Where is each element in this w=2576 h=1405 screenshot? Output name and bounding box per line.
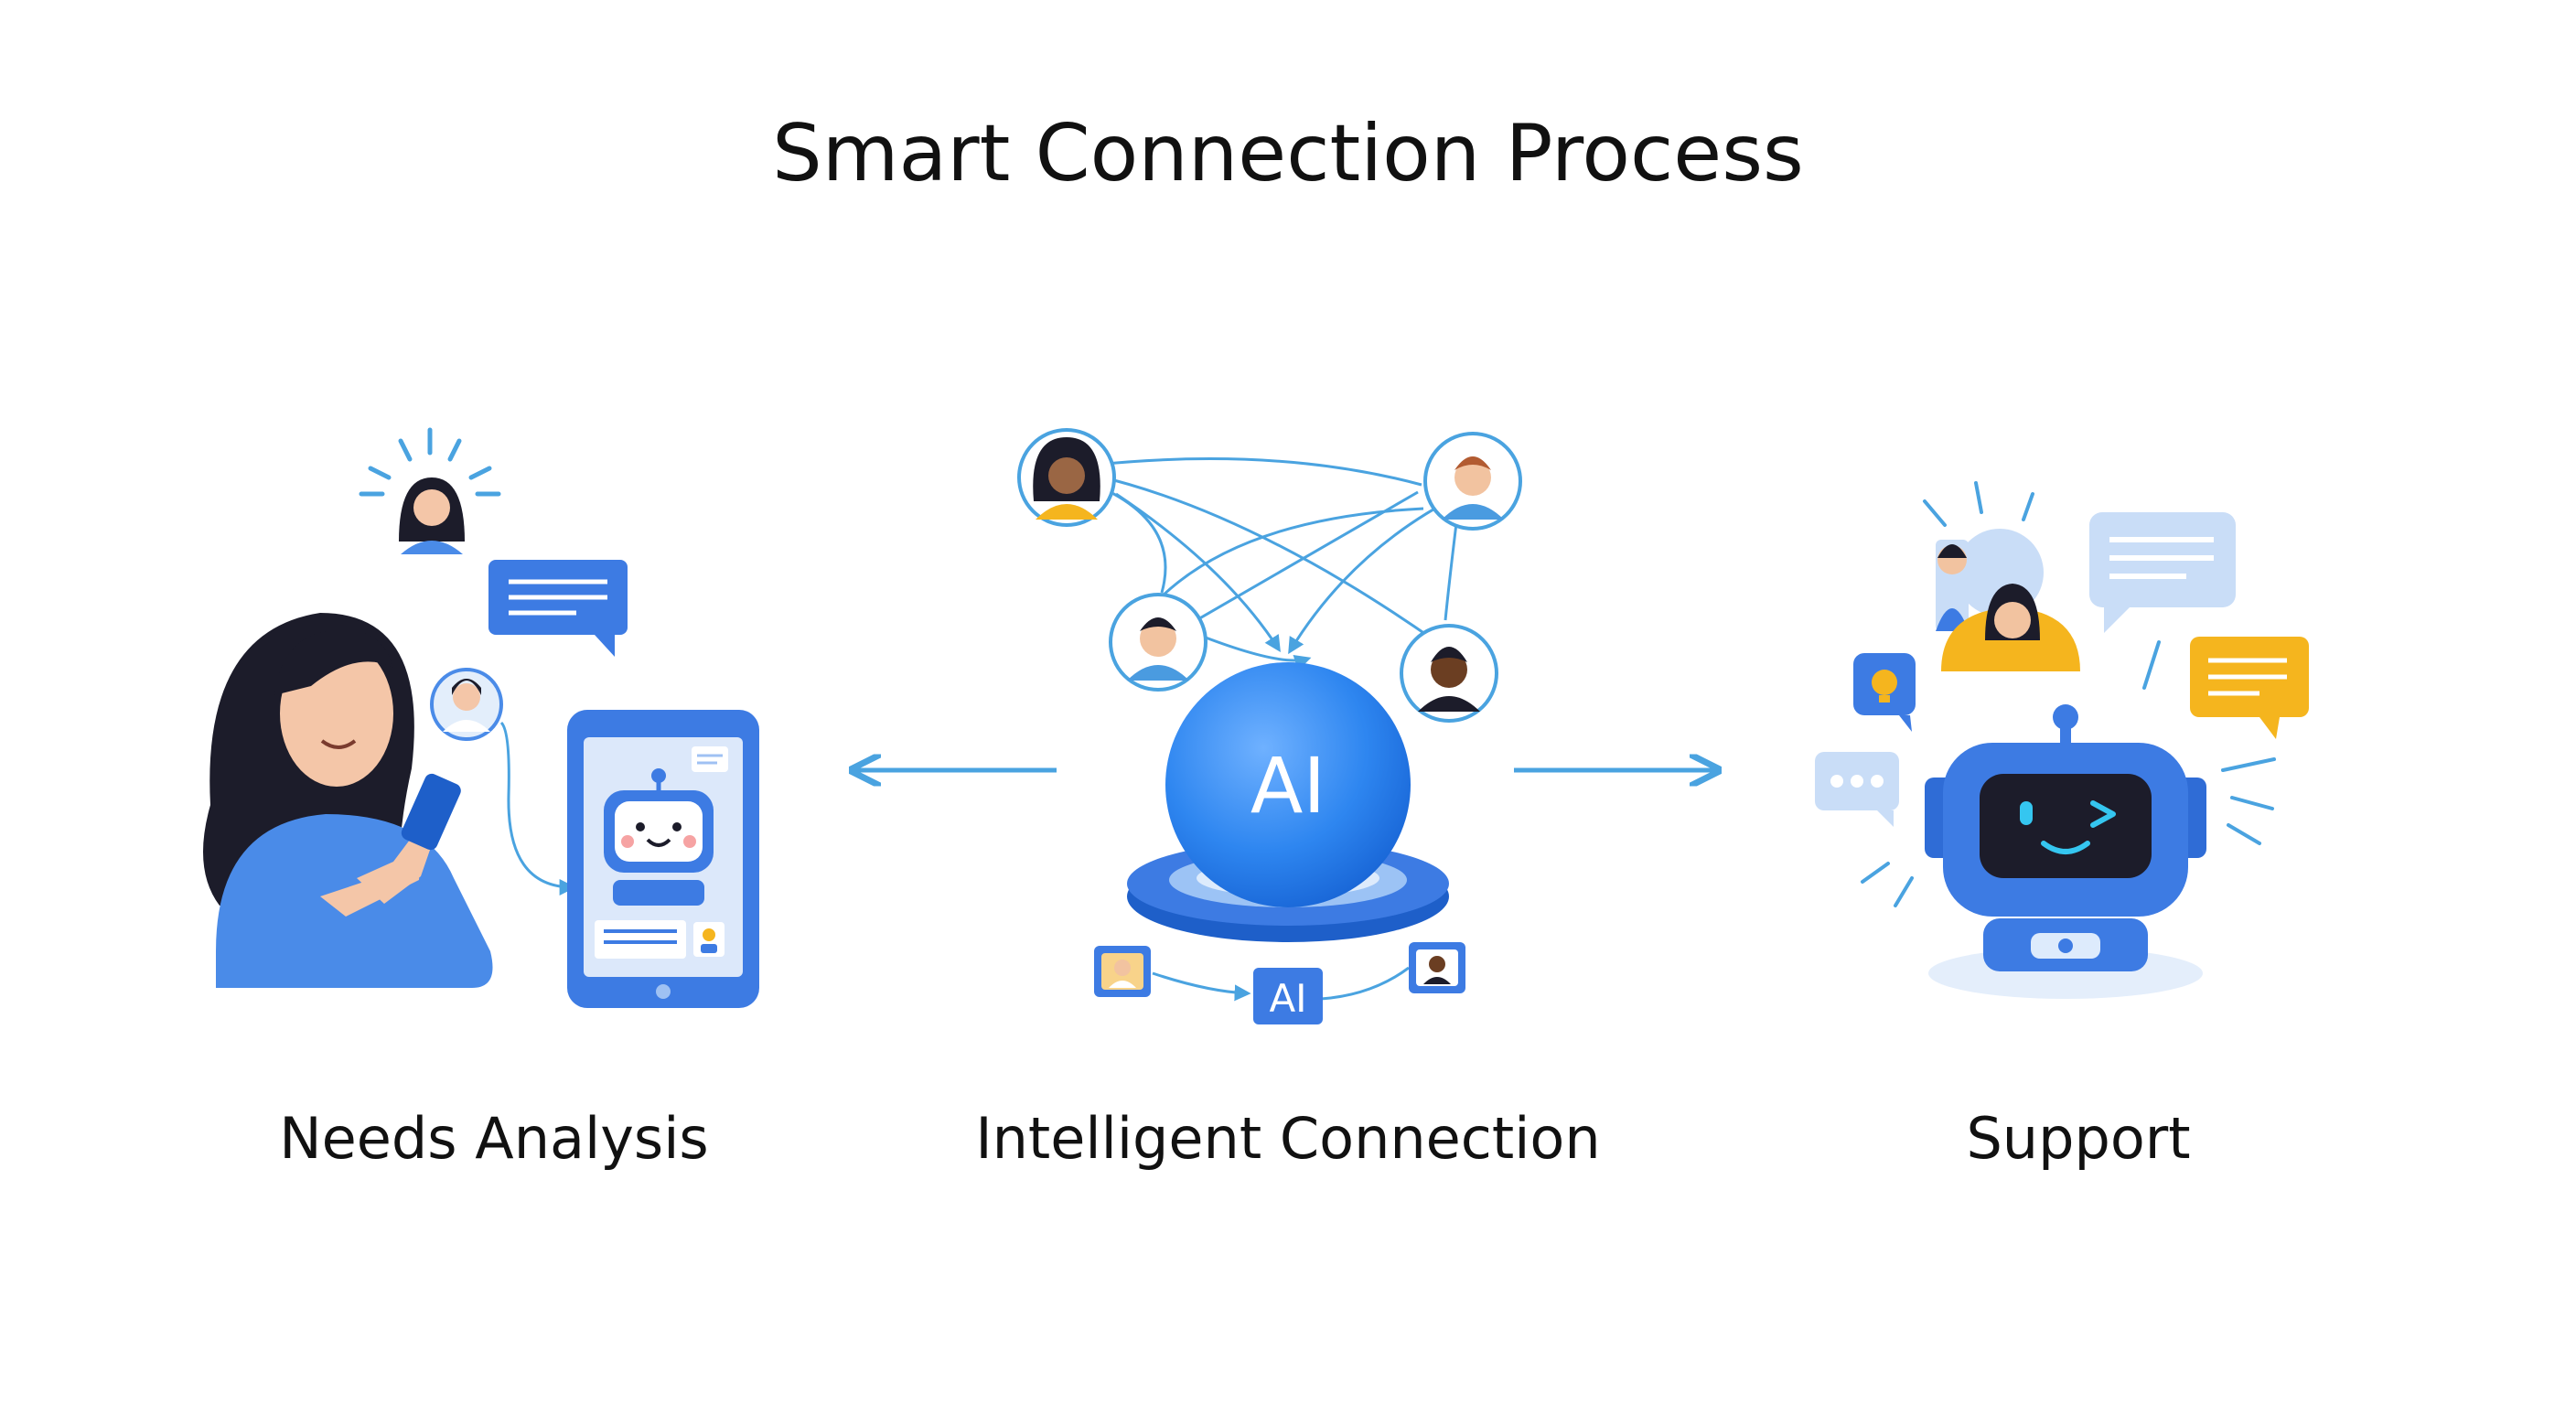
lightbulb-icon	[1853, 653, 1916, 732]
user-avatar-icon	[430, 668, 503, 741]
step-label-intelligent-connection: Intelligent Connection	[975, 1105, 1601, 1172]
small-ai-label: AI	[1269, 976, 1306, 1021]
woman-user-icon	[203, 613, 493, 988]
user-avatar-icon	[1423, 432, 1522, 531]
robot-icon	[1925, 704, 2206, 999]
typing-bubble-icon	[1815, 752, 1899, 827]
user-avatar-icon	[1109, 593, 1208, 692]
user-group-icon	[1936, 529, 2080, 671]
support-illustration	[1815, 481, 2309, 999]
user-avatar-icon	[1400, 624, 1498, 723]
user-avatar-icon	[1409, 942, 1465, 993]
chat-bubble-icon	[2190, 637, 2309, 739]
user-avatar-icon	[1017, 428, 1116, 527]
step-label-support: Support	[1966, 1105, 2191, 1172]
chatbot-icon	[604, 768, 714, 906]
step-label-needs-analysis: Needs Analysis	[279, 1105, 709, 1172]
page-title: Smart Connection Process	[772, 108, 1804, 199]
ai-sphere-icon: AI	[1127, 662, 1449, 942]
chat-bubble-icon	[2089, 512, 2236, 633]
hub-ai-label: AI	[1250, 741, 1326, 831]
sparkle-icon	[359, 427, 501, 497]
intelligent-connection-illustration: AI AI	[1017, 428, 1522, 1024]
user-avatar-icon	[1094, 946, 1151, 997]
chat-bubble-icon	[488, 560, 628, 657]
ai-chip-icon: AI	[1253, 968, 1323, 1024]
tablet-icon	[567, 710, 759, 1008]
user-avatar-icon	[392, 472, 472, 554]
needs-analysis-illustration	[203, 427, 759, 1008]
